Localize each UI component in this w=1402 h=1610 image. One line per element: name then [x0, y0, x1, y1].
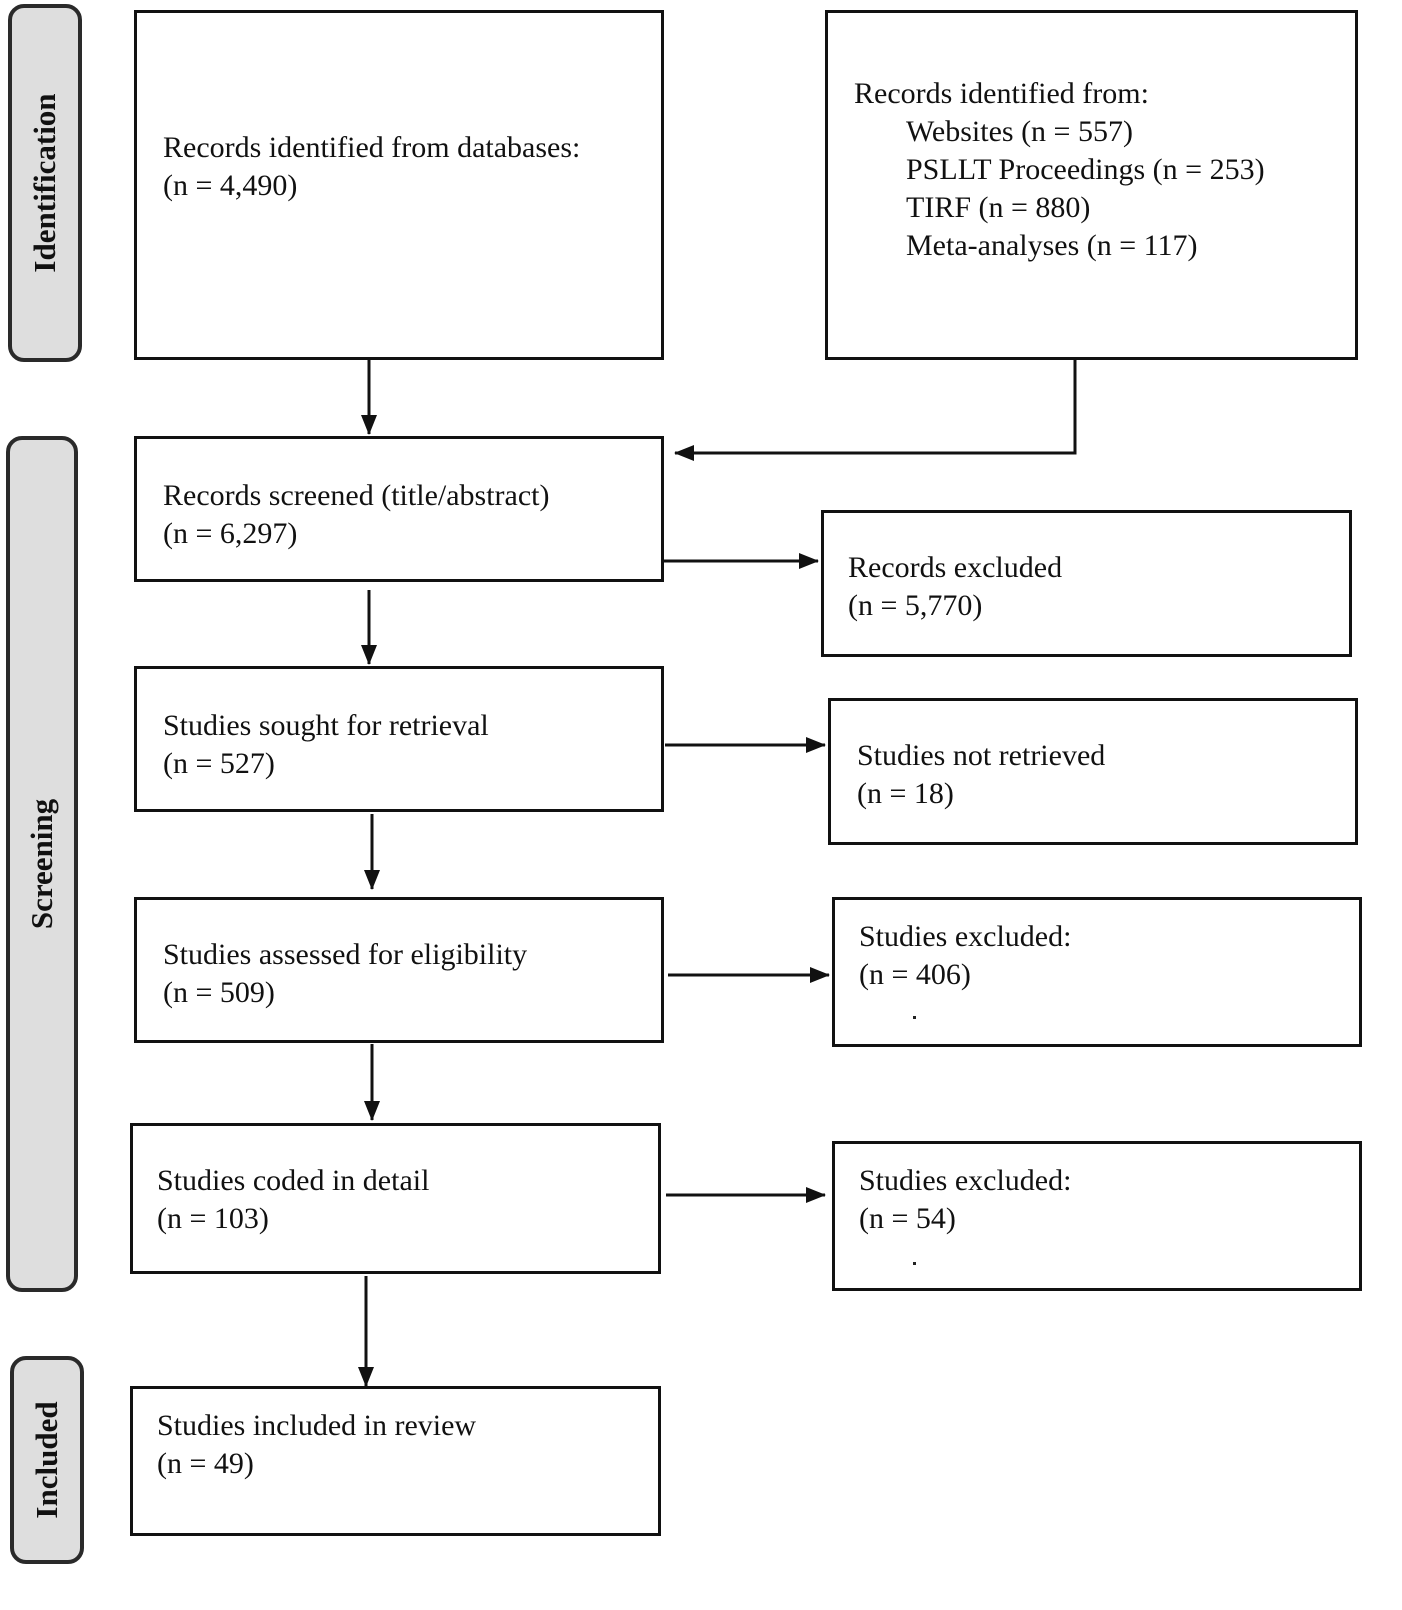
other-source-websites: Websites (n = 557) [906, 115, 1133, 148]
box-studies-assessed: Studies assessed for eligibility (n = 50… [134, 897, 664, 1043]
arrow-other-to-screened [674, 358, 1077, 461]
assessed-count: (n = 509) [163, 976, 275, 1009]
box-studies-sought: Studies sought for retrieval (n = 527) [134, 666, 664, 812]
phase-screening: Screening [6, 436, 78, 1292]
sought-count: (n = 527) [163, 747, 275, 780]
sought-title: Studies sought for retrieval [163, 709, 489, 742]
excluded-eligibility-title: Studies excluded: [859, 920, 1072, 953]
box-records-databases: Records identified from databases: (n = … [134, 10, 664, 360]
not-retrieved-count: (n = 18) [857, 777, 954, 810]
included-count: (n = 49) [157, 1447, 254, 1480]
not-retrieved-title: Studies not retrieved [857, 739, 1106, 772]
box-studies-coded: Studies coded in detail (n = 103) [130, 1123, 661, 1274]
databases-title: Records identified from databases: [163, 131, 581, 164]
excluded-coding-count: (n = 54) [859, 1202, 956, 1235]
included-title: Studies included in review [157, 1409, 477, 1442]
excluded-coding-title: Studies excluded: [859, 1164, 1072, 1197]
box-records-other-sources: Records identified from: Websites (n = 5… [825, 10, 1358, 360]
stray-dot [913, 1262, 916, 1265]
box-records-screened: Records screened (title/abstract) (n = 6… [134, 436, 664, 582]
other-source-meta-analyses: Meta-analyses (n = 117) [906, 229, 1198, 262]
assessed-title: Studies assessed for eligibility [163, 938, 528, 971]
records-excluded-count: (n = 5,770) [848, 589, 983, 622]
coded-count: (n = 103) [157, 1202, 269, 1235]
records-excluded-title: Records excluded [848, 551, 1063, 584]
phase-identification: Identification [8, 4, 82, 362]
box-studies-included: Studies included in review (n = 49) [130, 1386, 661, 1536]
other-source-tirf: TIRF (n = 880) [906, 191, 1091, 224]
box-studies-excluded-coding: Studies excluded: (n = 54) [832, 1141, 1362, 1291]
coded-title: Studies coded in detail [157, 1164, 430, 1197]
databases-count: (n = 4,490) [163, 169, 298, 202]
screened-title: Records screened (title/abstract) [163, 479, 550, 512]
box-studies-not-retrieved: Studies not retrieved (n = 18) [828, 698, 1358, 845]
box-studies-excluded-eligibility: Studies excluded: (n = 406) [832, 897, 1362, 1047]
excluded-eligibility-count: (n = 406) [859, 958, 971, 991]
other-source-psllt: PSLLT Proceedings (n = 253) [906, 153, 1265, 186]
box-records-excluded: Records excluded (n = 5,770) [821, 510, 1352, 657]
stray-dot [913, 1016, 916, 1019]
other-sources-title: Records identified from: [854, 77, 1149, 110]
phase-included: Included [10, 1356, 84, 1564]
screened-count: (n = 6,297) [163, 517, 298, 550]
